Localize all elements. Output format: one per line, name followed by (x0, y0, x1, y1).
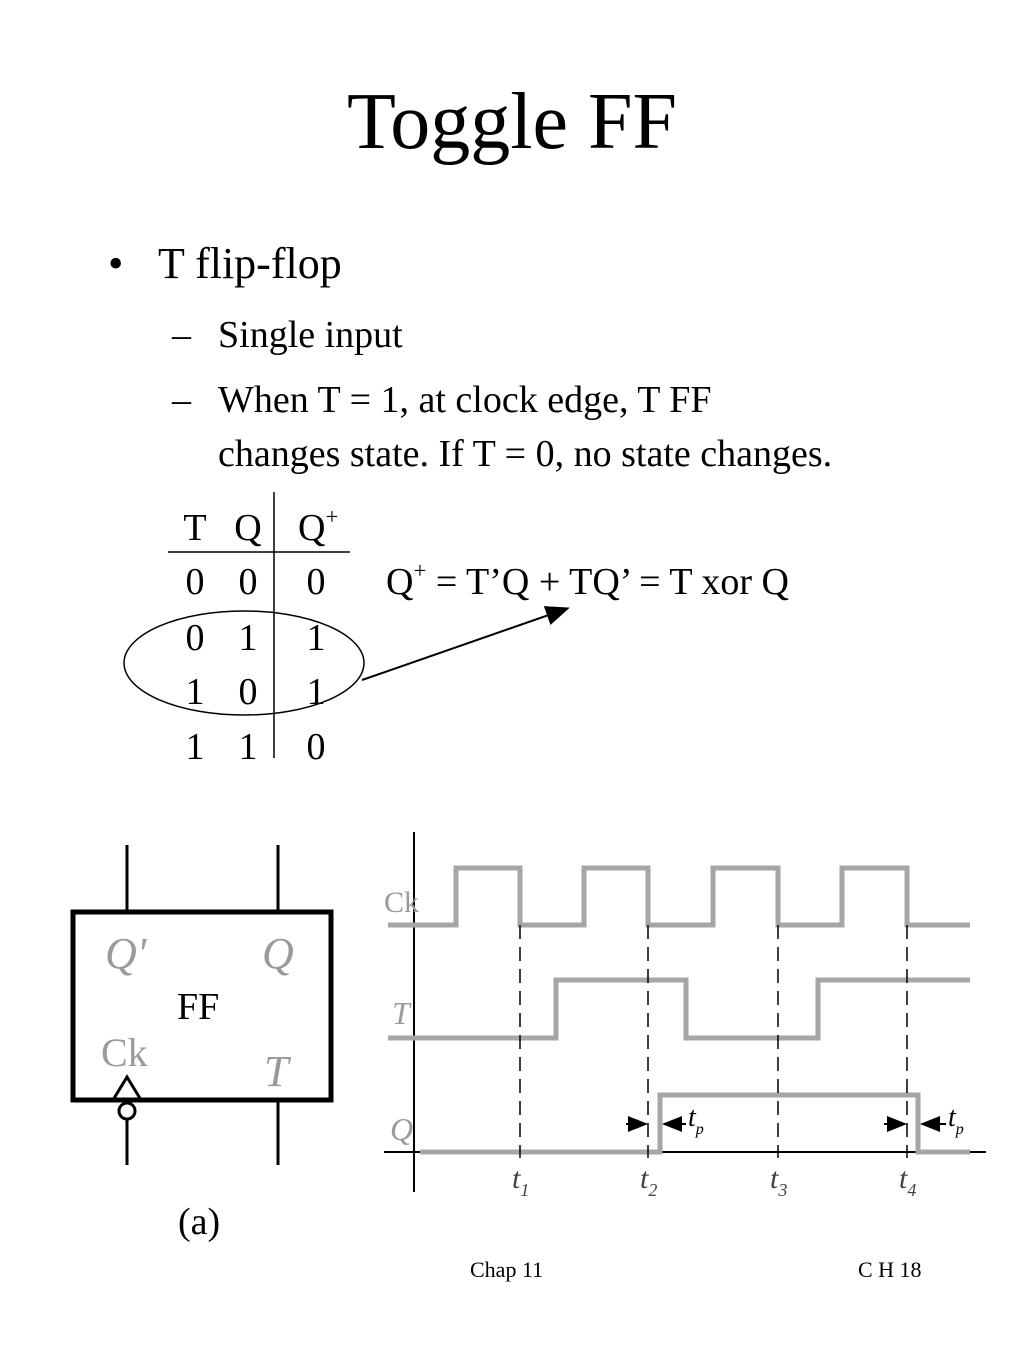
table-cell: 1 (238, 726, 258, 768)
bullet-text: T flip-flop (158, 239, 342, 288)
table-cell: 0 (185, 617, 205, 659)
table-cell: 0 (306, 726, 326, 768)
table-cell: 1 (238, 617, 258, 659)
signal-label-q: Q (390, 1111, 413, 1147)
table-header-q: Q (234, 507, 262, 549)
table-cell: 1 (306, 617, 326, 659)
footer-slide-number: C H 18 (858, 1257, 922, 1282)
time-label-t4: t4 (899, 1162, 916, 1200)
subbullet-description-line1: When T = 1, at clock edge, T FF (218, 379, 712, 421)
signal-label-ck: Ck (384, 886, 419, 919)
clock-triangle (110, 1074, 144, 1102)
table-cell: 0 (238, 671, 258, 713)
ff-ck-label: Ck (101, 1030, 148, 1075)
tp-label-1: tp (688, 1102, 704, 1138)
table-cell: 1 (185, 726, 205, 768)
subbullet-single-input: Single input (218, 314, 403, 356)
ff-t-label: T (264, 1047, 292, 1096)
equation: Q+ = T’Q + TQ’ = T xor Q (386, 558, 789, 603)
ff-q-label: Q (262, 929, 294, 978)
waveform-t (388, 977, 970, 1041)
table-cell: 0 (238, 561, 258, 603)
subbullet-marker: – (172, 314, 191, 356)
tp-label-2: tp (948, 1102, 964, 1138)
waveform-ck (388, 865, 970, 928)
table-cell: 0 (306, 561, 326, 603)
table-cell: 0 (185, 561, 205, 603)
subbullet-description-line2: changes state. If T = 0, no state change… (218, 433, 833, 475)
ff-box (70, 909, 334, 1103)
bullet-marker: • (108, 239, 124, 288)
table-header-t: T (183, 507, 207, 549)
highlight-ellipse (123, 610, 365, 716)
time-label-t3: t3 (770, 1162, 787, 1200)
page-title: Toggle FF (347, 78, 677, 166)
table-header-q-next: Q+ (298, 504, 339, 549)
pointer-arrow (361, 606, 570, 681)
subbullet-marker: – (172, 379, 191, 421)
ff-center-label: FF (177, 986, 220, 1028)
footer-chapter: Chap 11 (470, 1257, 544, 1282)
ff-qprime-label: Q' (105, 929, 148, 978)
table-cell: 1 (185, 671, 205, 713)
waveform-q (420, 1092, 970, 1155)
ff-caption: (a) (178, 1201, 221, 1243)
signal-label-t: T (392, 995, 412, 1031)
time-label-t1: t1 (512, 1162, 529, 1200)
time-label-t2: t2 (640, 1162, 657, 1200)
